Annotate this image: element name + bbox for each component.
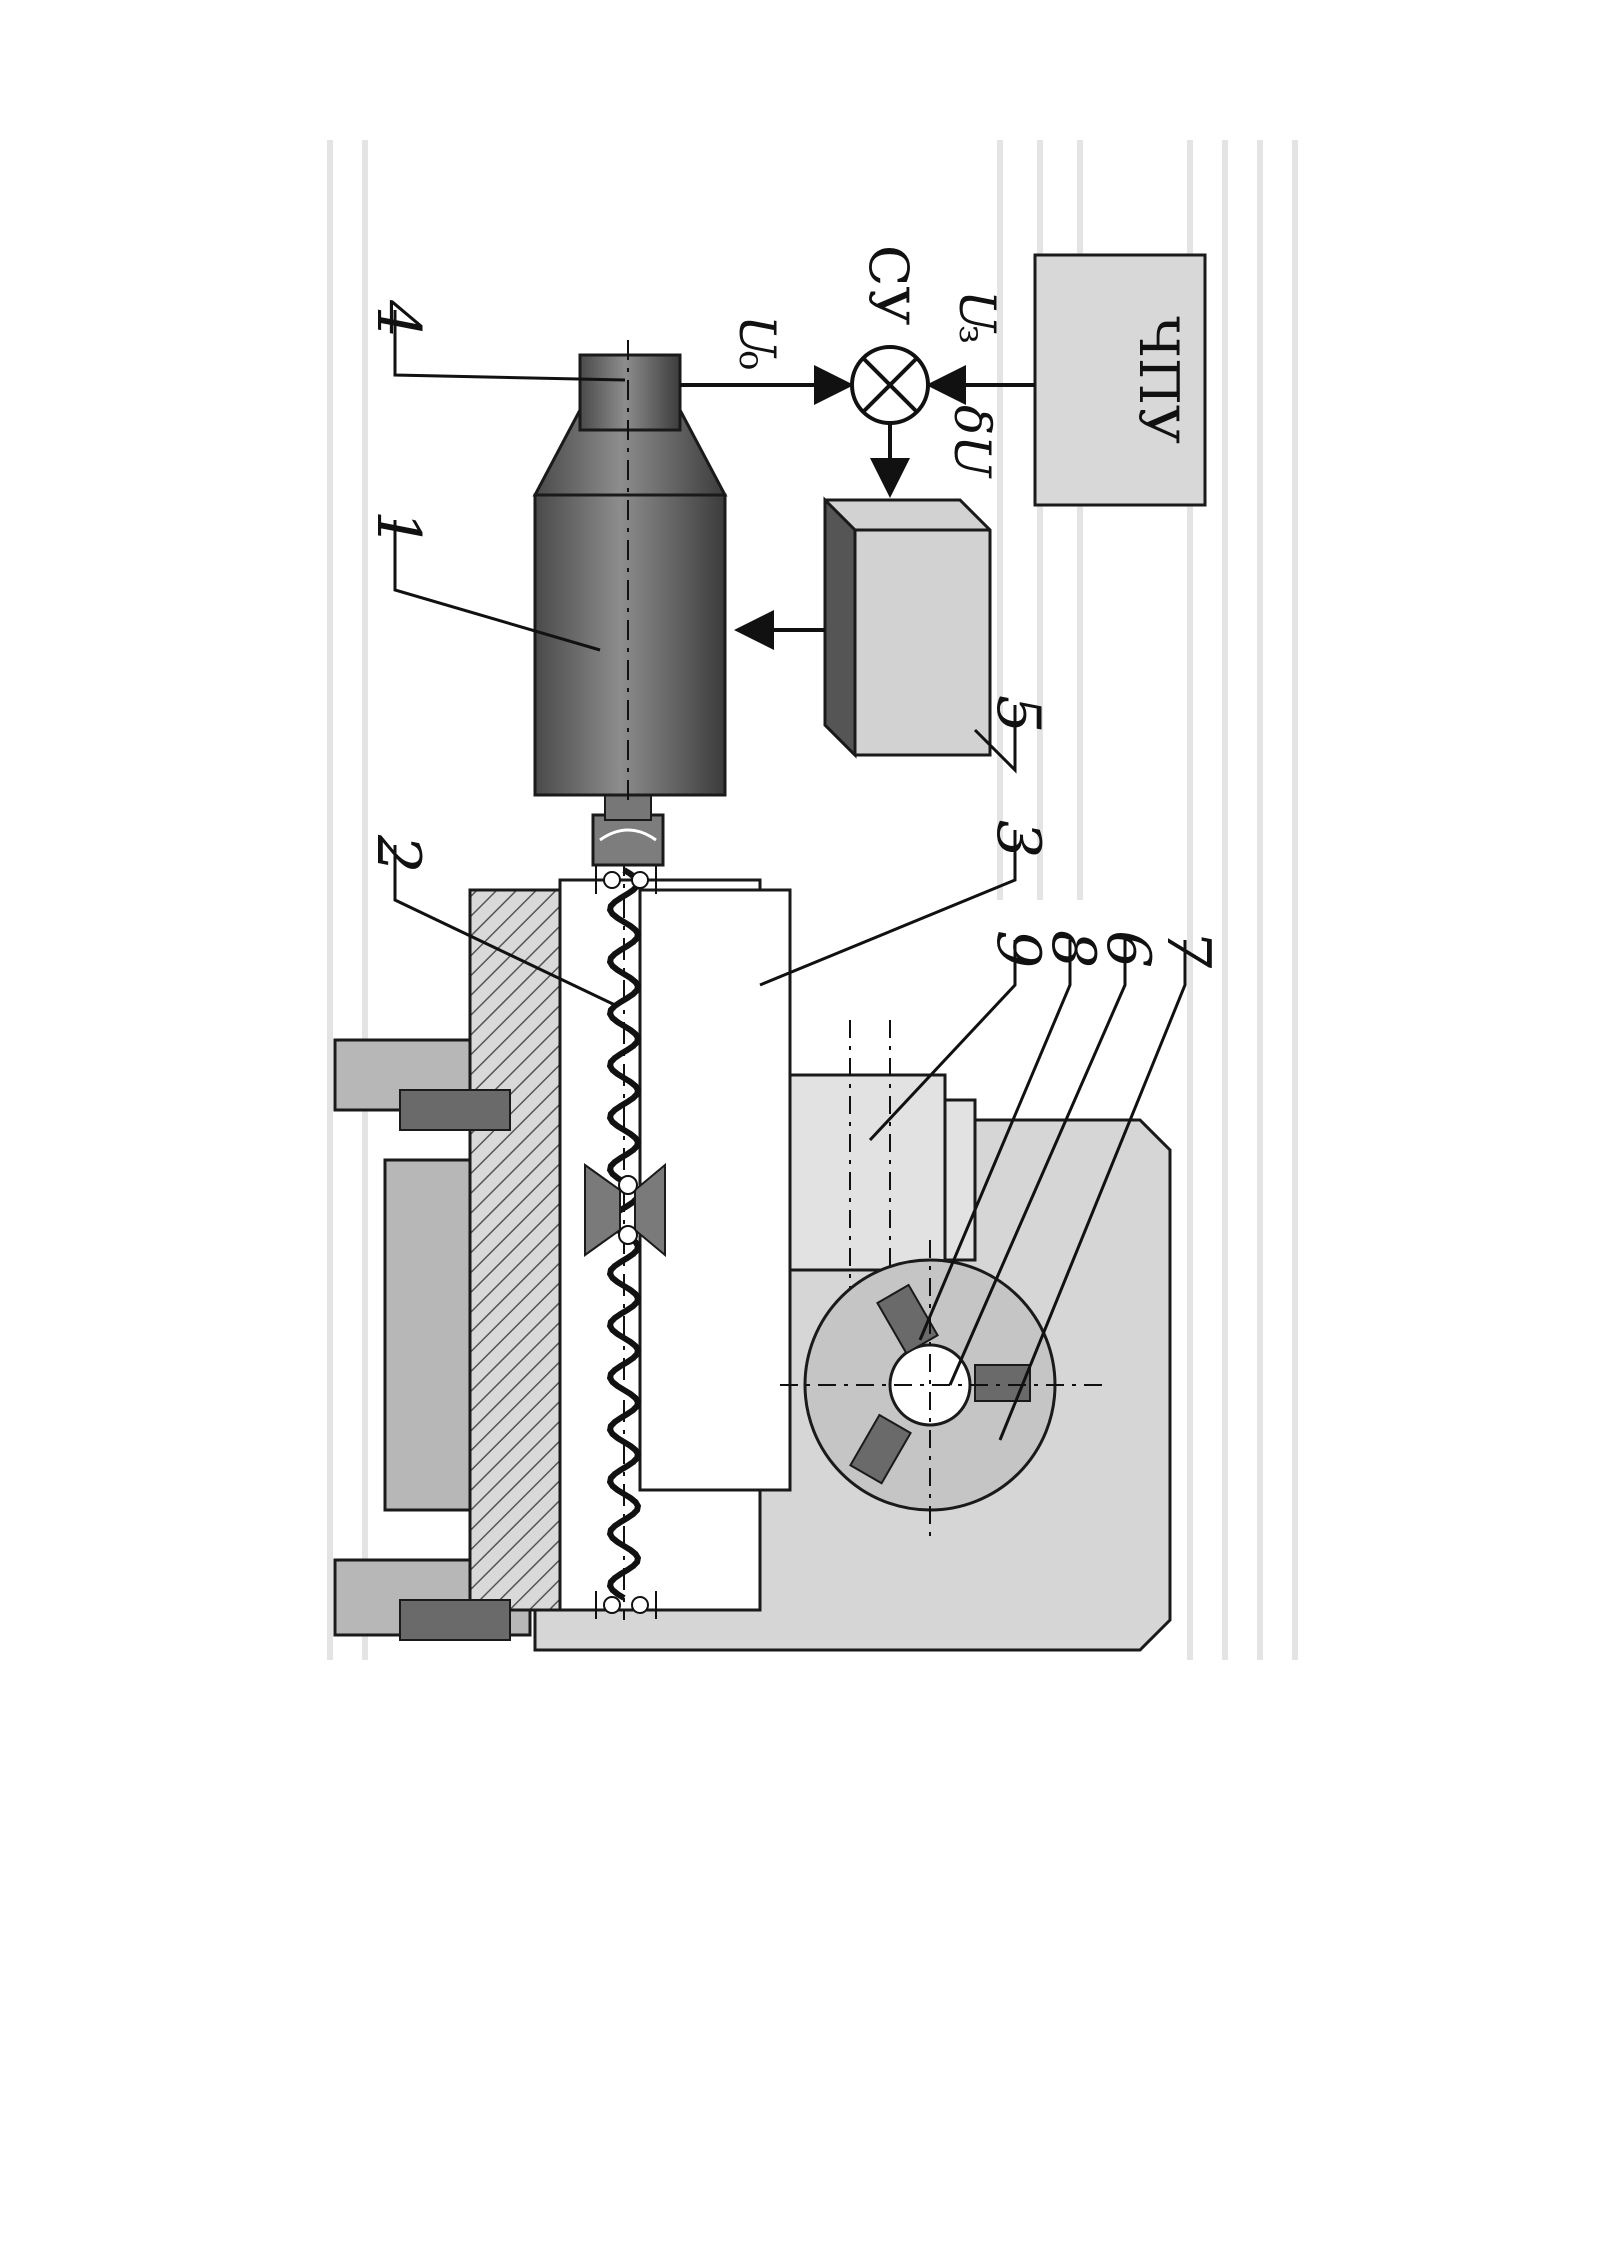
slide-hatch	[468, 888, 562, 1612]
callout-4: 4	[363, 299, 433, 338]
setpoint-signal-sub: з	[951, 325, 991, 344]
callout-6: 6	[1093, 930, 1163, 968]
coupling	[591, 813, 665, 867]
callout-8: 8	[1038, 930, 1108, 968]
feedback-signal-sub: о	[731, 350, 771, 370]
spindle-head-9	[788, 1020, 977, 1320]
background-noise	[327, 140, 1298, 1660]
cnc-label: ЧПУ	[1127, 316, 1190, 444]
callout-2: 2	[363, 834, 433, 873]
cnc-block	[1033, 253, 1207, 507]
callout-3: 3	[983, 820, 1053, 858]
error-signal-label: δU	[943, 405, 1001, 479]
callout-9: 9	[983, 930, 1053, 968]
signal-lines	[680, 365, 1035, 650]
bearing-bottom	[595, 1591, 657, 1619]
callout-1: 1	[363, 510, 433, 548]
callout-5: 5	[983, 695, 1053, 733]
bearing-top	[595, 866, 657, 894]
encoder-4	[578, 353, 682, 432]
callout-7: 7	[1153, 930, 1223, 969]
guide-pad-bottom	[399, 1599, 511, 1641]
summing-junction	[850, 345, 930, 425]
motor-1	[533, 493, 727, 797]
drive-unit-5	[823, 496, 992, 759]
feedback-signal-label: U	[728, 315, 786, 359]
chuck-6	[780, 1240, 1110, 1540]
setpoint-signal-label: U	[948, 290, 1006, 334]
guide-pad-top	[399, 1089, 511, 1131]
comparator-label: СУ	[857, 245, 920, 325]
leader-lines	[393, 310, 1187, 1441]
